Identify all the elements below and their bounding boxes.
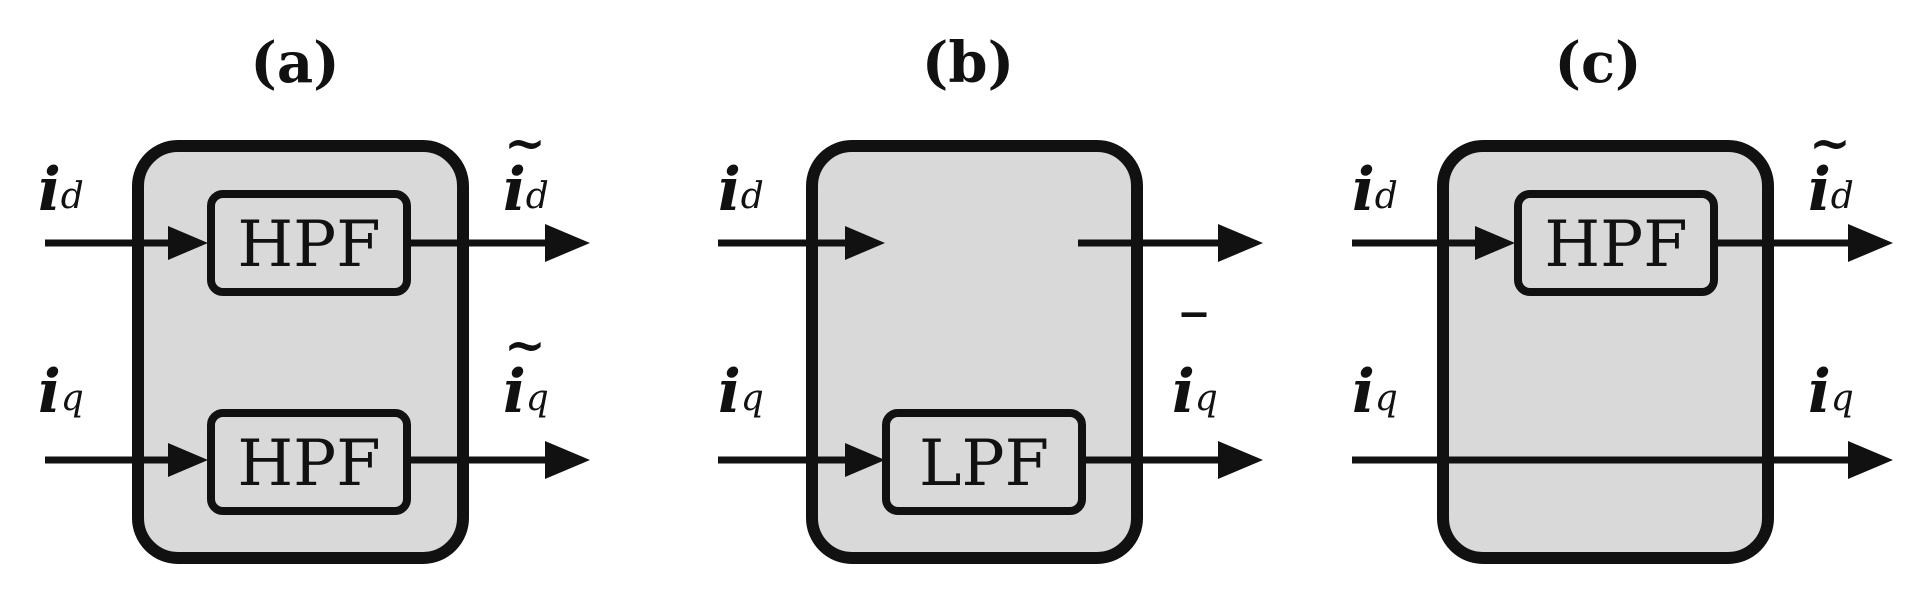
panel-c-top-input-arrowhead (1475, 226, 1515, 260)
panel-a-input-iq-label: iq (38, 357, 84, 427)
panel-a-bottom-filter-label: HPF (237, 427, 380, 501)
panel-a: (a) HPF HPF id iq ~ id ~ iq (38, 30, 590, 564)
panel-b-input-id-label: id (718, 155, 764, 225)
panel-a-output-iq-label: iq (503, 357, 549, 427)
panel-b-output-iq-label: iq (1172, 357, 1218, 427)
panel-a-bottom-output-arrowhead (545, 441, 590, 479)
panel-b: (b) LPF id iq ‾ iq (718, 30, 1263, 564)
panel-c-output-id-tilde: ~ (1809, 113, 1851, 172)
panel-a-output-iq-tilde: ~ (504, 315, 546, 374)
panel-b-top-input-arrowhead (845, 226, 885, 260)
panel-c-output-iq-label: iq (1808, 357, 1854, 427)
panel-a-top-input-arrowhead (168, 226, 208, 260)
panel-b-title: (b) (922, 30, 1014, 96)
panel-c-input-iq-label: iq (1352, 357, 1398, 427)
panel-c-title: (c) (1554, 30, 1641, 96)
panel-b-bottom-filter-label: LPF (919, 427, 1049, 501)
panel-c-bottom-output-arrowhead (1848, 441, 1893, 479)
panel-c-output-id-label: id (1808, 155, 1854, 225)
panel-c: (c) HPF id iq ~ id iq (1352, 30, 1893, 564)
panel-c-top-filter-label: HPF (1544, 208, 1687, 282)
panel-a-top-filter-label: HPF (237, 208, 380, 282)
panel-a-input-id-label: id (38, 155, 84, 225)
panel-b-output-iq-bar: ‾ (1182, 303, 1207, 362)
panel-a-top-output-arrowhead (545, 224, 590, 262)
panel-c-input-id-label: id (1352, 155, 1398, 225)
panel-b-bottom-output-arrowhead (1218, 441, 1263, 479)
panel-a-bottom-input-arrowhead (168, 443, 208, 477)
panel-b-top-output-arrowhead (1218, 224, 1263, 262)
panel-a-title: (a) (250, 30, 339, 96)
panel-b-input-iq-label: iq (718, 357, 764, 427)
panel-a-output-id-tilde: ~ (504, 113, 546, 172)
panel-a-output-id-label: id (503, 155, 549, 225)
panel-c-top-output-arrowhead (1848, 224, 1893, 262)
panel-b-bottom-input-arrowhead (845, 443, 885, 477)
